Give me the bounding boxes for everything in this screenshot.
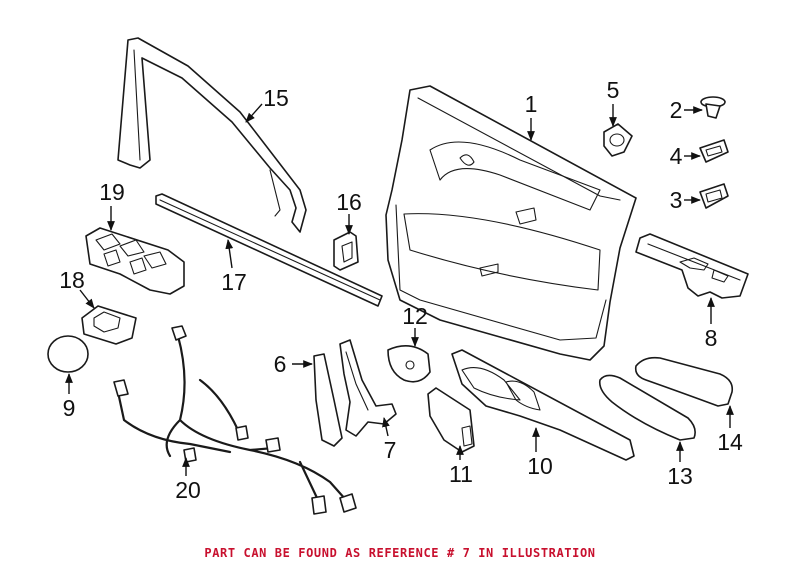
switch-bezel-part [427,387,475,453]
leader-18 [79,289,95,309]
tweeter-cover-part [603,123,633,157]
speaker-cover-part [387,345,431,383]
push-rivet-part [700,96,726,119]
callout-10: 10 [527,453,553,479]
leader-17 [225,239,234,269]
single-switch-part [81,305,137,345]
callout-4: 4 [670,143,683,169]
window-switch-assembly-part [85,227,185,295]
trim-bezel-part [451,349,635,461]
armrest-switch-panel-part [635,233,749,299]
callout-19: 19 [99,179,125,205]
round-cap-part [47,335,89,373]
callout-8: 8 [705,325,718,351]
callout-3: 3 [670,187,683,213]
trim-strip-part [313,353,343,447]
callout-9: 9 [63,395,76,421]
clip-part [333,231,359,271]
callout-12: 12 [402,303,428,329]
callout-11: 11 [449,461,473,487]
retainer-clip-part [699,139,729,163]
callout-20: 20 [175,477,201,503]
callout-1: 1 [525,91,538,117]
weatherstrip-part [155,193,383,307]
callout-labels: 1 2 3 4 5 6 7 8 9 10 11 12 13 14 15 16 1… [59,77,743,503]
callout-13: 13 [667,463,693,489]
door-panel-part [385,85,637,361]
callout-18: 18 [59,267,85,293]
callout-17: 17 [221,269,247,295]
callout-15: 15 [263,85,289,111]
mounting-clip-part [699,183,729,209]
footer-note: PART CAN BE FOUND AS REFERENCE # 7 IN IL… [204,546,596,560]
leader-lines [65,103,734,476]
callout-14: 14 [717,429,743,455]
window-frame-part [117,37,307,233]
callout-6: 6 [274,351,287,377]
leader-7 [382,417,390,437]
armrest-top-pad-part [634,356,734,407]
armrest-pad-part [598,374,696,441]
leader-15 [245,103,263,123]
callout-2: 2 [670,97,683,123]
callout-7: 7 [384,437,397,463]
callout-16: 16 [336,189,362,215]
callout-5: 5 [607,77,620,103]
